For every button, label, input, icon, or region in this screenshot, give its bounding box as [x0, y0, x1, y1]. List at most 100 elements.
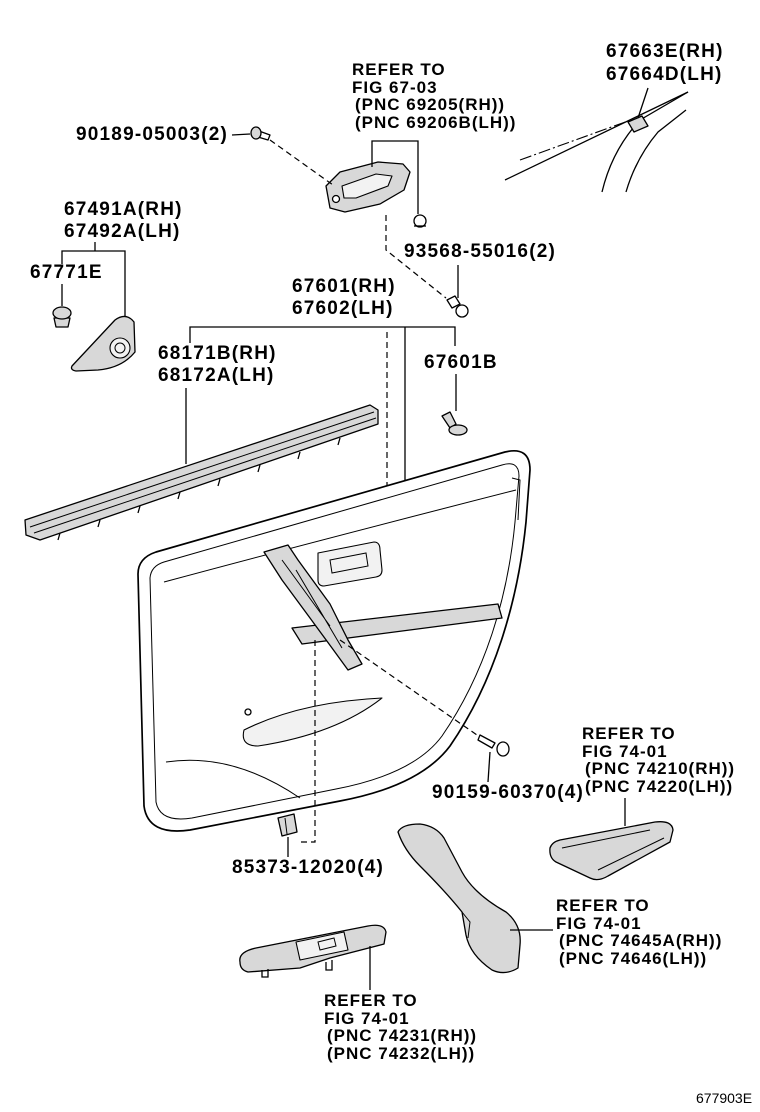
corner-piece-edge-inner [625, 109, 687, 193]
callout-refer: REFER TO [352, 60, 446, 79]
cover-clip-head [52, 306, 72, 320]
part-number-lh: 67602(LH) [292, 298, 394, 319]
switch-bezel-callout: REFER TO FIG 74-01 (PNC 74210(RH)) (PNC … [582, 725, 735, 796]
trim-board-label: 67601(RH) 67602(LH) [292, 276, 396, 320]
switch-bezel-body [549, 821, 674, 881]
inside-handle [325, 140, 427, 228]
door-trim-panel-lower-contour [165, 759, 301, 799]
weatherstrip-label: 68171B(RH) 68172A(LH) [158, 343, 277, 387]
handle-screw-head [250, 126, 262, 140]
callout-pnc-rh: (PNC 74210(RH)) [585, 759, 736, 779]
inside-handle-lever [341, 173, 393, 199]
callout-refer: REFER TO [582, 724, 676, 743]
corner-piece-label: 67663E(RH) 67664D(LH) [606, 40, 724, 86]
door-trim-panel-pull-cup-inner [329, 552, 369, 574]
corner-piece-leader [637, 87, 649, 119]
corner-piece-edge-outer [601, 91, 689, 193]
inside-handle-callout: REFER TO FIG 67-03 (PNC 69205(RH)) (PNC … [352, 61, 516, 132]
speaker-cover-grille-inner [114, 342, 126, 354]
callout-pnc-lh: (PNC 74232(LH)) [327, 1044, 476, 1064]
drawing-number: 677903E [696, 1090, 753, 1106]
panel-screw-head [496, 741, 510, 757]
trim-screw-dashed-line [385, 215, 447, 299]
armrest-cover-callout: REFER TO FIG 74-01 (PNC 74645A(RH)) (PNC… [556, 897, 722, 968]
callout-refer: REFER TO [324, 991, 418, 1010]
door-trim-panel-notch [511, 477, 521, 521]
panel-clip-dashed-line [297, 640, 316, 843]
part-number-rh: 68171B(RH) [158, 343, 277, 364]
handle-screw-leader [231, 133, 251, 136]
trim-screw-label: 93568-55016(2) [404, 241, 557, 262]
speaker-cover-grille [109, 337, 131, 359]
callout-fig: FIG 74-01 [556, 913, 642, 933]
trim-clip-head [448, 424, 468, 436]
switch-bezel [549, 798, 674, 881]
panel-screw-leader [487, 751, 491, 783]
callout-pnc-lh: (PNC 69206B(LH)) [355, 113, 517, 133]
panel-screw-label: 90159-60370(4) [432, 782, 585, 803]
part-number-lh: 67492A(LH) [64, 221, 181, 242]
window-switch-panel-switch-cluster [295, 931, 349, 961]
trim-screw-shank [446, 295, 461, 309]
weatherstrip-clips [57, 437, 341, 541]
door-trim-panel [137, 450, 531, 832]
door-trim-panel-inner-border [149, 463, 520, 820]
callout-fig: FIG 74-01 [582, 741, 668, 761]
weatherstrip [24, 388, 379, 541]
trim-clip-stem [441, 411, 457, 429]
weatherstrip-rails [29, 411, 377, 534]
speaker-cover-bracket [61, 242, 126, 317]
handle-screw-dashed-line [269, 139, 334, 186]
callout-pnc-lh: (PNC 74646(LH)) [559, 949, 708, 969]
trim-screw [385, 215, 469, 318]
armrest-cover [397, 823, 553, 974]
callout-pnc-rh: (PNC 74645A(RH)) [559, 931, 723, 951]
speaker-cover [61, 242, 136, 372]
panel-screw [339, 639, 510, 783]
inside-handle-boss [331, 194, 341, 204]
trim-clip-label: 67601B [424, 352, 498, 373]
armrest-cover-notch [461, 911, 471, 939]
door-trim-panel-hole [244, 708, 252, 716]
panel-clip-body [277, 813, 298, 837]
corner-piece [504, 87, 689, 193]
callout-pnc-rh: (PNC 69205(RH)) [355, 95, 506, 115]
door-trim-panel-pocket [242, 697, 383, 747]
cover-clip-label: 67771E [30, 262, 103, 283]
trim-board-bracket-line [189, 326, 456, 481]
callout-pnc-lh: (PNC 74220(LH)) [585, 777, 734, 797]
trim-screw-head [455, 304, 469, 318]
panel-clip-label: 85373-12020(4) [232, 857, 385, 878]
inside-handle-leader [371, 140, 419, 214]
door-trim-panel-switch-base [263, 544, 363, 671]
part-number-lh: 68172A(LH) [158, 365, 275, 386]
switch-bezel-edges [561, 829, 665, 871]
trim-clip [441, 374, 468, 436]
callout-fig: FIG 67-03 [352, 77, 438, 97]
panel-clip [277, 640, 316, 857]
window-switch-panel-tabs [261, 960, 333, 978]
handle-screw-label: 90189-05003(2) [76, 124, 229, 145]
window-switch-callout: REFER TO FIG 74-01 (PNC 74231(RH)) (PNC … [324, 992, 477, 1063]
corner-piece-center-line [519, 120, 629, 161]
panel-screw-shank [477, 734, 496, 749]
part-number-rh: 67491A(RH) [64, 199, 183, 220]
part-number-rh: 67663E(RH) [606, 41, 724, 62]
armrest-cover-body [397, 823, 521, 974]
window-switch-panel [239, 924, 387, 990]
panel-clip-slot [284, 817, 288, 835]
inside-handle-clip [413, 214, 427, 228]
callout-refer: REFER TO [556, 896, 650, 915]
handle-screw [231, 126, 334, 186]
callout-fig: FIG 74-01 [324, 1008, 410, 1028]
cover-clip [52, 284, 72, 328]
window-switch-panel-switch [317, 937, 337, 951]
callout-pnc-rh: (PNC 74231(RH)) [327, 1026, 478, 1046]
corner-piece-strip [504, 91, 689, 181]
part-number-rh: 67601(RH) [292, 276, 396, 297]
corner-piece-clip [627, 115, 649, 133]
door-trim-panel-switch-base-ribs [281, 559, 343, 649]
panel-screw-dashed-line [339, 639, 478, 736]
